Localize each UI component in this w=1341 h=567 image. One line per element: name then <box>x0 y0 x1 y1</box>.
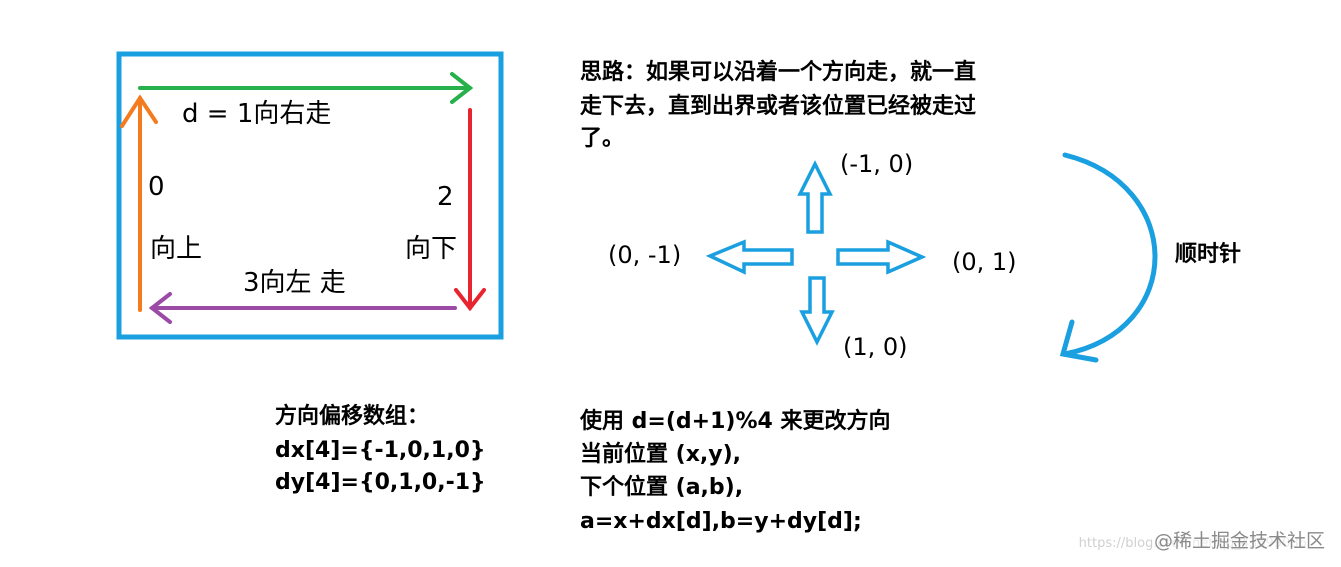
down-direction-label: 向下 <box>405 234 458 264</box>
clockwise-arrow-icon <box>1059 152 1158 363</box>
idea-line-2: 走下去，直到出界或者该位置已经被走过 <box>580 94 977 119</box>
right-arrow-icon <box>138 72 474 104</box>
loop-frame <box>116 51 504 340</box>
compass-right-arrow-icon <box>836 239 927 275</box>
usage-line-4: a=x+dx[d],b=y+dy[d]; <box>580 509 862 534</box>
offsets-dy: dy[4]={0,1,0,-1} <box>275 470 486 495</box>
clockwise-label: 顺时针 <box>1175 242 1242 267</box>
compass-down-arrow-icon <box>799 276 835 346</box>
usage-line-2: 当前位置 (x,y), <box>580 442 742 467</box>
down-direction-index: 2 <box>437 182 454 212</box>
down-arrow-icon <box>454 108 486 312</box>
up-direction-index: 0 <box>148 172 165 202</box>
up-direction-label: 向上 <box>150 234 203 264</box>
compass-down-coord: (1, 0) <box>843 333 908 361</box>
up-arrow-icon <box>120 94 158 312</box>
idea-line-3: 了。 <box>580 126 625 151</box>
left-direction-label: 3向左 走 <box>243 268 346 298</box>
usage-line-3: 下个位置 (a,b), <box>580 475 744 500</box>
compass-right-coord: (0, 1) <box>952 248 1017 276</box>
compass-left-arrow-icon <box>705 239 794 275</box>
watermark: https://blog.csdn.net/qq_43699086 @稀土掘金技… <box>1079 526 1327 553</box>
offsets-title: 方向偏移数组： <box>275 404 430 429</box>
usage-line-1: 使用 d=(d+1)%4 来更改方向 <box>580 409 891 434</box>
compass-up-arrow-icon <box>797 160 833 234</box>
offsets-dx: dx[4]={-1,0,1,0} <box>275 438 486 463</box>
watermark-brand: @稀土掘金技术社区 <box>1151 530 1327 552</box>
idea-line-1: 思路：如果可以沿着一个方向走，就一直 <box>580 60 977 85</box>
right-direction-label: d = 1向右走 <box>182 99 332 129</box>
compass-up-coord: (-1, 0) <box>840 150 914 178</box>
left-arrow-icon <box>148 292 457 324</box>
compass-left-coord: (0, -1) <box>608 241 682 269</box>
